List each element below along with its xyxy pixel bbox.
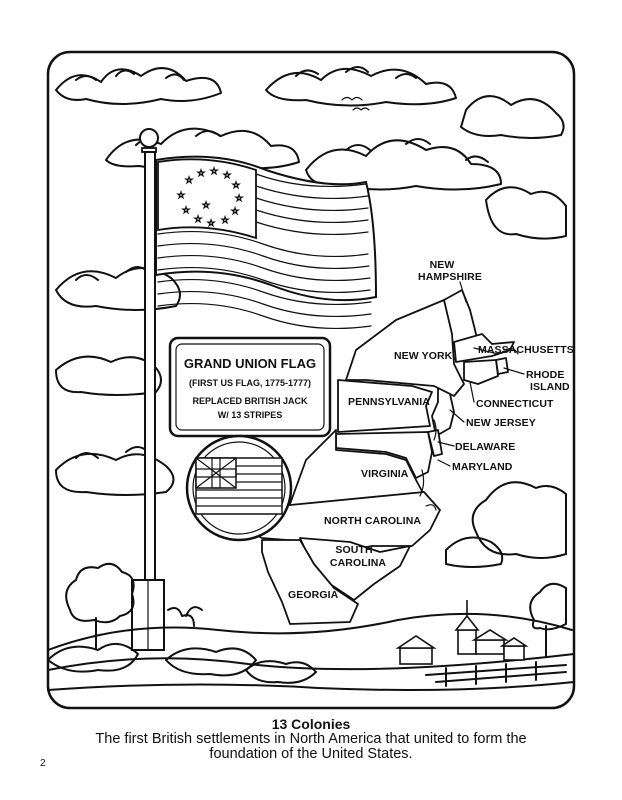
caption-title: 13 Colonies: [271, 716, 351, 732]
landscape: [47, 612, 575, 691]
grand-union-sign: GRAND UNION FLAG (FIRST US FLAG, 1775-17…: [168, 336, 332, 438]
state-new-jersey: [431, 387, 455, 437]
sign-line-1: REPLACED BRITISH JACK: [192, 396, 308, 406]
page-number: 2: [40, 758, 46, 769]
label-georgia: GEORGIA: [288, 589, 339, 601]
svg-text:☆: ☆: [177, 191, 185, 201]
sign-line-2: W/ 13 STRIPES: [218, 410, 283, 420]
svg-text:☆: ☆: [185, 176, 193, 186]
state-connecticut: [463, 359, 499, 385]
caption-body: The first British settlements in North A…: [95, 731, 527, 762]
svg-text:☆: ☆: [194, 215, 202, 225]
state-pennsylvania: [337, 379, 433, 433]
svg-text:☆: ☆: [207, 219, 215, 229]
svg-text:☆: ☆: [221, 216, 229, 226]
label-leaders: [437, 281, 525, 467]
state-new-york: [345, 299, 465, 397]
label-new-york: NEW YORK: [394, 350, 453, 362]
label-new-hampshire-2: HAMPSHIRE: [418, 271, 482, 283]
grand-union-medallion: [185, 434, 293, 542]
label-virginia: VIRGINIA: [361, 468, 409, 480]
label-massachusetts: MASSACHUSETTS: [478, 344, 574, 356]
svg-text:☆: ☆: [231, 207, 239, 217]
svg-text:☆: ☆: [182, 206, 190, 216]
svg-text:☆: ☆: [223, 171, 231, 181]
label-new-jersey: NEW JERSEY: [466, 417, 536, 429]
label-rhode-1: RHODE: [526, 369, 564, 381]
flagpole: [131, 128, 165, 651]
birds: [341, 96, 370, 111]
star-circle: ☆ ☆ ☆ ☆ ☆ ☆ ☆ ☆ ☆ ☆ ☆ ☆ ☆: [177, 167, 244, 230]
label-south-carolina-2: CAROLINA: [330, 557, 387, 569]
state-georgia: [261, 539, 359, 625]
colonies-map: [241, 289, 519, 625]
trees: [65, 562, 567, 657]
state-massachusetts: [453, 333, 515, 363]
svg-text:☆: ☆: [202, 201, 210, 211]
map-labels: NEW HAMPSHIRE MASSACHUSETTS NEW YORK RHO…: [288, 259, 574, 601]
betsy-ross-flag: ☆ ☆ ☆ ☆ ☆ ☆ ☆ ☆ ☆ ☆ ☆ ☆ ☆: [155, 155, 378, 330]
label-maryland: MARYLAND: [452, 461, 513, 473]
label-new-hampshire-1: NEW: [430, 259, 455, 271]
svg-text:☆: ☆: [197, 169, 205, 179]
foreground-bushes: [47, 643, 317, 684]
colonies-illustration: ☆ ☆ ☆ ☆ ☆ ☆ ☆ ☆ ☆ ☆ ☆ ☆ ☆ NEW: [46, 50, 576, 710]
svg-text:☆: ☆: [232, 181, 240, 191]
svg-text:☆: ☆: [235, 194, 243, 204]
label-pennsylvania: PENNSYLVANIA: [348, 396, 430, 408]
coloring-page-frame: ☆ ☆ ☆ ☆ ☆ ☆ ☆ ☆ ☆ ☆ ☆ ☆ ☆ NEW: [46, 50, 576, 710]
label-delaware: DELAWARE: [455, 441, 515, 453]
sign-title: GRAND UNION FLAG: [184, 356, 316, 371]
village: [395, 600, 529, 665]
label-north-carolina: NORTH CAROLINA: [324, 515, 421, 527]
svg-text:☆: ☆: [210, 167, 218, 177]
label-rhode-2: ISLAND: [530, 381, 570, 393]
label-connecticut: CONNECTICUT: [476, 398, 554, 410]
label-south-carolina-1: SOUTH: [335, 544, 372, 556]
sign-subtitle: (FIRST US FLAG, 1775-1777): [189, 378, 311, 388]
